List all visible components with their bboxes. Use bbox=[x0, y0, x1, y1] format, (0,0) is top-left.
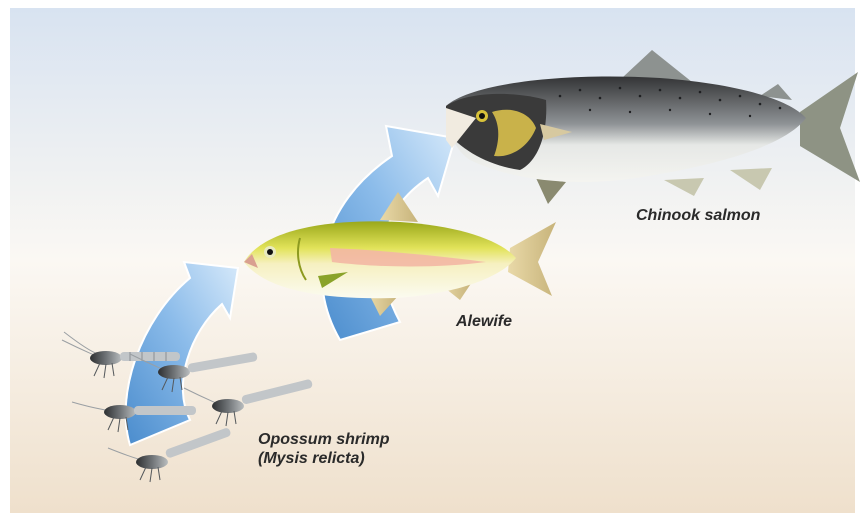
chinook-salmon-label: Chinook salmon bbox=[636, 206, 760, 225]
opossum-shrimp-scientific-name: (Mysis relicta) bbox=[258, 449, 390, 468]
alewife-label: Alewife bbox=[456, 312, 512, 331]
opossum-shrimp-common-name: Opossum shrimp bbox=[258, 430, 390, 449]
opossum-shrimp-label: Opossum shrimp (Mysis relicta) bbox=[258, 430, 390, 468]
